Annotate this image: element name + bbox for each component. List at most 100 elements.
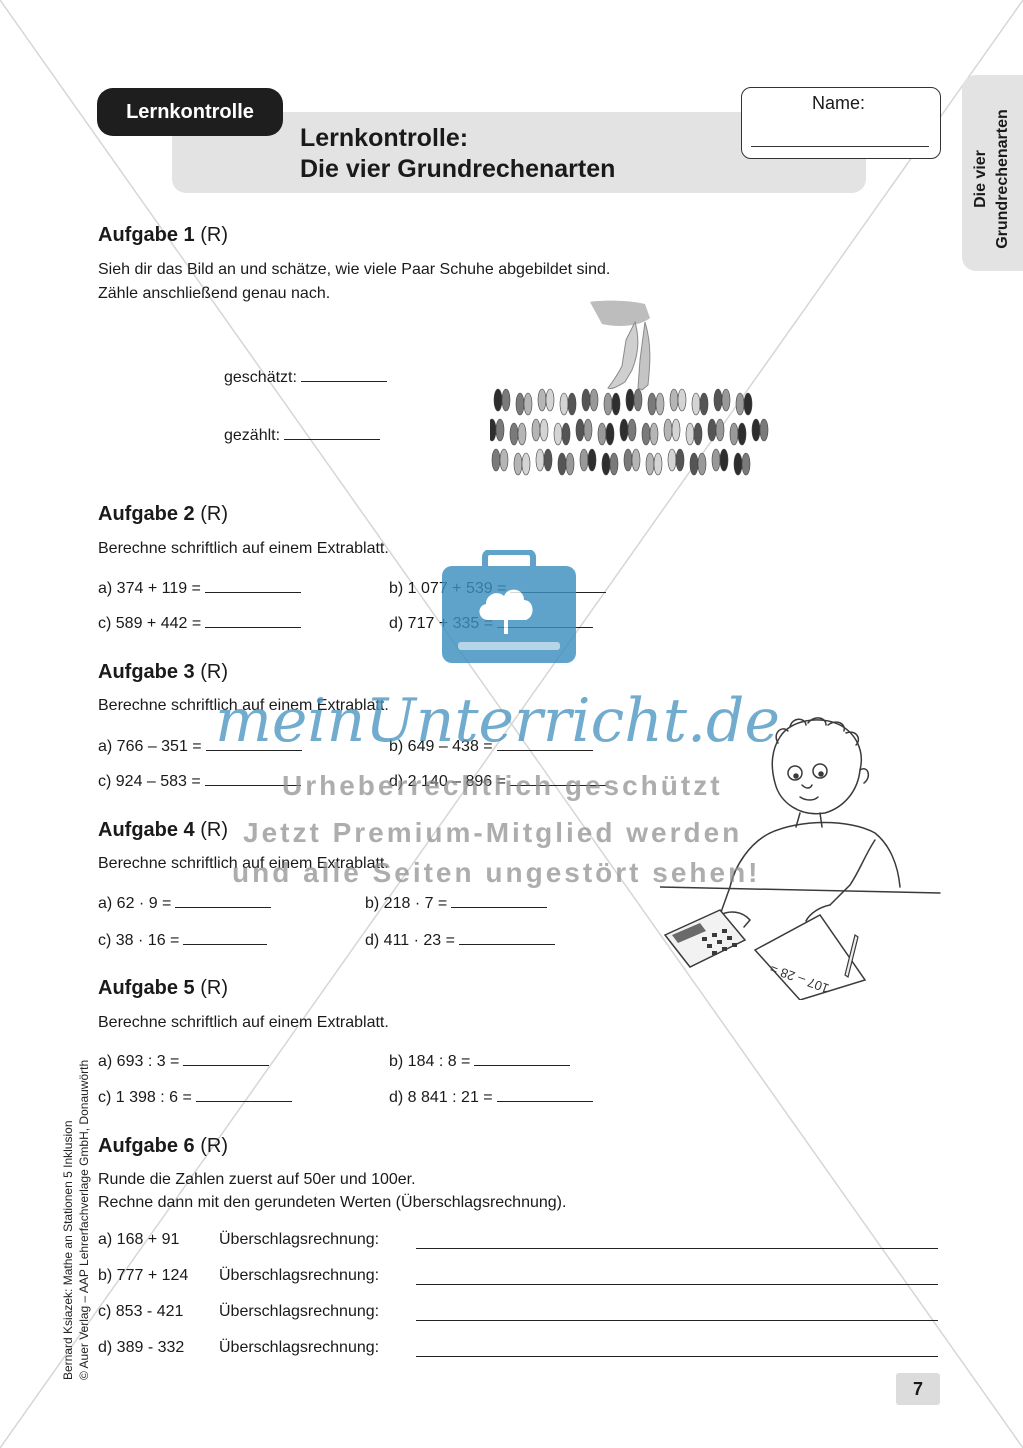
side-tab [962,75,1023,271]
shoe [669,388,679,412]
shoe [609,452,619,476]
guess-field[interactable] [300,366,387,382]
shoe [557,452,567,476]
answer-field[interactable] [474,1050,571,1066]
shoe [513,452,523,476]
answer-field[interactable] [195,1086,292,1102]
shoe [545,388,555,412]
briefcase-cloud-icon [442,550,576,663]
shoe [743,392,753,416]
shoe [693,422,703,446]
shoe [711,448,721,472]
task-4c: c) 38 · 16 = [98,929,268,950]
shoe [543,448,553,472]
watermark-line-3: und alle Seiten ungestört sehen! [232,857,761,888]
publisher-credits: Bernard Ksiazek: Mathe an Stationen 5 In… [61,1059,91,1380]
task-1-count: gezählt: [224,424,381,445]
shoe [565,452,575,476]
task-5a: a) 693 : 3 = [98,1050,270,1071]
estimate-field-c[interactable] [416,1320,938,1321]
shoe [515,392,525,416]
name-field[interactable] [751,146,929,147]
answer-field[interactable] [204,770,301,786]
shoe [579,448,589,472]
task-6-text-1: Runde die Zahlen zuerst auf 50er und 100… [98,1171,416,1188]
shoe [689,452,699,476]
task-4d: d) 411 · 23 = [365,929,555,950]
answer-field[interactable] [458,929,555,945]
shoe-pairs [490,388,769,476]
page-title-line-2: Die vier Grundrechenarten [300,155,616,183]
name-label: Name: [812,93,866,113]
side-tab-text: Die vier Grundrechenarten [972,109,1011,249]
shoe [707,418,717,442]
shoe [667,448,677,472]
answer-field[interactable] [496,1086,593,1102]
task-6-heading: Aufgabe 6 (R) [98,1135,229,1157]
shoe [493,388,503,412]
shoe [663,418,673,442]
task-1-text-2: Zähle anschließend genau nach. [98,285,331,302]
estimate-field-d[interactable] [416,1356,938,1357]
shoe [759,418,769,442]
lernkontrolle-badge: Lernkontrolle [97,88,283,136]
shoe [733,452,743,476]
shoe [697,452,707,476]
estimate-field-a[interactable] [416,1248,938,1249]
task-6-text-2: Rechne dann mit den gerundeten Werten (Ü… [98,1194,567,1211]
answer-field[interactable] [183,1050,270,1066]
task-3-text: Berechne schriftlich auf einem Extrablat… [98,697,389,714]
answer-field[interactable] [205,612,302,628]
shoe [751,418,761,442]
shoe [537,388,547,412]
calculator [663,909,747,968]
task-4-text: Berechne schriftlich auf einem Extrablat… [98,855,389,872]
shoe [649,422,659,446]
count-field[interactable] [284,424,381,440]
shoe [655,392,665,416]
page-title-line-1: Lernkontrolle: [300,124,469,152]
shoe [611,392,621,416]
page-number: 7 [896,1373,940,1405]
answer-field[interactable] [451,892,548,908]
shoe [597,422,607,446]
watermark-line-2: Jetzt Premium-Mitglied werden [243,817,743,848]
watermark-brand: meinUnterricht.de [215,686,780,756]
task-6c: c) 853 - 421 [98,1303,184,1320]
shoe [603,392,613,416]
shoe [619,418,629,442]
shoe [583,418,593,442]
task-3a: a) 766 – 351 = [98,735,302,756]
shoe [719,448,729,472]
shoe [535,448,545,472]
answer-field[interactable] [175,892,272,908]
shoe [729,422,739,446]
task-4b: b) 218 · 7 = [365,892,548,913]
shoe [671,418,681,442]
worksheet-paper: 107 – 28 = [753,914,867,1000]
answer-field[interactable] [204,577,301,593]
shoe [625,388,635,412]
shoe [559,392,569,416]
shoe [735,392,745,416]
task-5-heading: Aufgabe 5 (R) [98,977,229,999]
answer-field[interactable] [509,770,606,786]
estimate-field-b[interactable] [416,1284,938,1285]
answer-field[interactable] [496,735,593,751]
shoe [721,388,731,412]
shoe [509,422,519,446]
shoe [641,422,651,446]
pencil-icon [844,934,859,978]
shoe [715,418,725,442]
shoe [647,392,657,416]
shoe [605,422,615,446]
shoe [589,388,599,412]
estimate-label: Überschlagsrechnung: [219,1231,380,1248]
answer-field[interactable] [183,929,268,945]
task-3c: c) 924 – 583 = [98,770,301,791]
shoe [627,418,637,442]
shoe [521,452,531,476]
answer-field[interactable] [205,735,302,751]
shoe [685,422,695,446]
task-6b: b) 777 + 124 [98,1267,189,1284]
